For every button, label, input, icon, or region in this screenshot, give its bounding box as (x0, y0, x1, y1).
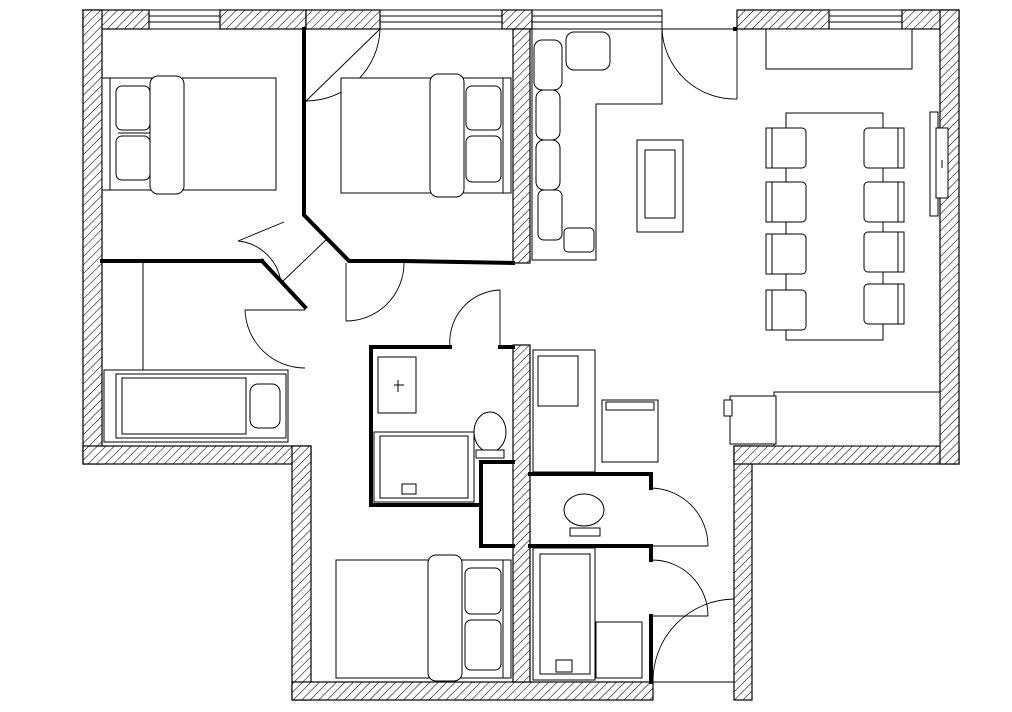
tv-icon (929, 111, 949, 217)
door-swing-icon (449, 289, 501, 348)
window-icon (148, 9, 221, 30)
shower-icon (532, 349, 596, 473)
doors (237, 28, 738, 683)
toilet-icon (473, 411, 507, 459)
chair-icon (863, 127, 905, 169)
door-swing-icon (650, 487, 709, 547)
cabinet-icon (765, 28, 913, 70)
pillow-icon (115, 135, 151, 181)
toilet-icon (563, 493, 605, 537)
chair-icon (765, 233, 807, 275)
bathroom-2-fixtures (532, 349, 659, 681)
chair-icon (765, 181, 807, 223)
pillow-icon (465, 85, 502, 131)
chair-icon (765, 127, 807, 169)
window-icon (379, 9, 503, 30)
bedroom-3-furniture (103, 263, 289, 443)
window-icon (531, 9, 663, 30)
kitchen-counter-icon (723, 391, 941, 447)
pillow-icon (249, 383, 281, 429)
living-room-furniture (531, 28, 949, 447)
exterior-walls (82, 9, 960, 701)
coffee-table-icon (636, 139, 684, 233)
pillow-icon (115, 85, 151, 131)
sink-icon (595, 621, 643, 679)
bathroom-1-fixtures (373, 356, 507, 503)
bedroom-4-furniture (335, 554, 512, 682)
door-swing-icon (237, 221, 329, 284)
bathtub-icon (373, 431, 475, 503)
chair-icon (765, 289, 807, 331)
door-swing-icon (650, 559, 709, 617)
bedroom-1-furniture (101, 75, 277, 195)
bathtub-icon (532, 547, 596, 681)
sink-icon (377, 356, 417, 414)
pillow-icon (464, 619, 502, 671)
sofa-icon (531, 28, 663, 261)
chair-icon (863, 283, 905, 325)
chair-icon (863, 181, 905, 223)
bedroom-2-furniture (340, 73, 512, 198)
door-swing-icon (244, 309, 306, 369)
door-swing-icon (652, 598, 735, 683)
interior-walls (100, 27, 737, 684)
sink-icon (601, 399, 659, 463)
chair-icon (863, 231, 905, 273)
pillow-icon (465, 135, 502, 183)
window-icon (828, 9, 903, 30)
bed-icon (103, 369, 289, 443)
door-swing-icon (345, 262, 405, 322)
pillow-icon (464, 567, 502, 615)
door-swing-icon (661, 28, 738, 100)
